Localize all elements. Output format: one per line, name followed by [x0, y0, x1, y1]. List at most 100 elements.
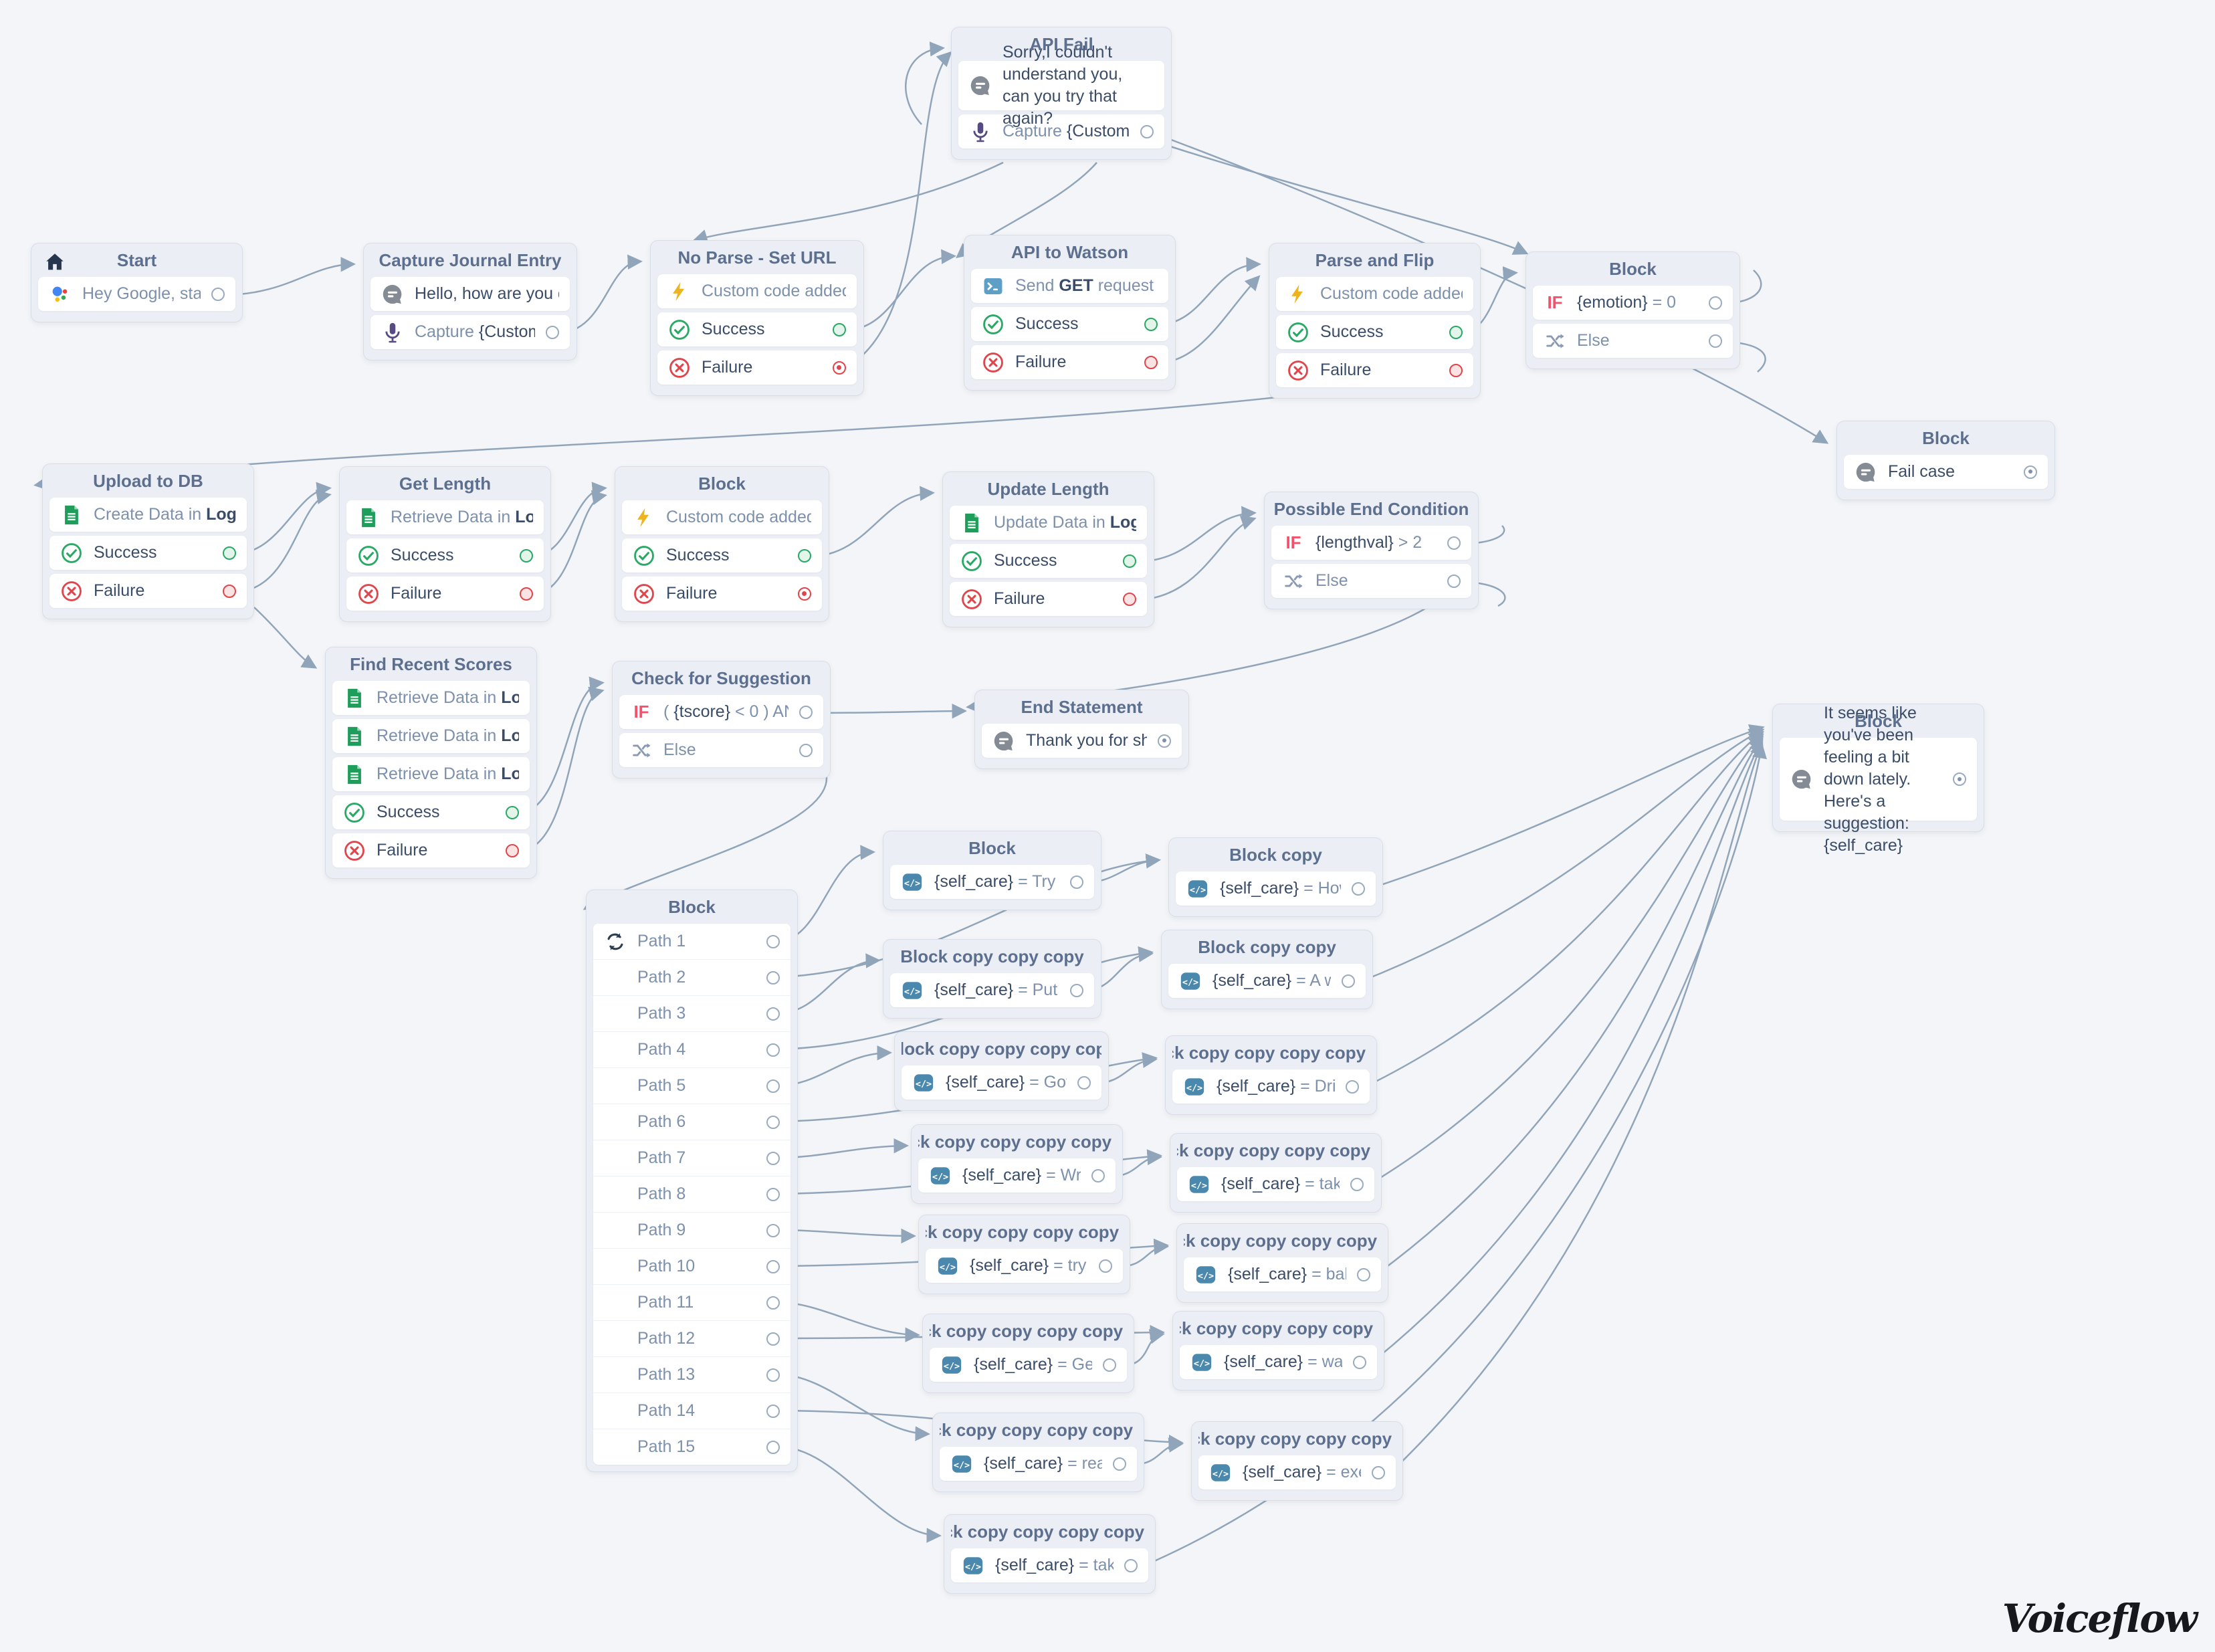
node-block-sc-12[interactable]: Block copy copy copy copy co...</>{self_… [1172, 1311, 1384, 1390]
output-port[interactable] [1124, 1558, 1138, 1572]
node-block-sc-7[interactable]: Block copy copy copy copy co...</>{self_… [911, 1124, 1123, 1204]
node-title[interactable]: Block copy copy copy copy co... [940, 1413, 1137, 1447]
output-port[interactable] [506, 805, 519, 819]
output-port[interactable] [766, 1007, 780, 1021]
output-port[interactable] [1099, 1259, 1112, 1273]
step-row[interactable]: Path 12 [593, 1321, 790, 1357]
output-port[interactable] [1447, 536, 1461, 550]
connector-line[interactable] [1374, 735, 1764, 1277]
step-row[interactable]: Failure [657, 350, 857, 385]
step-row[interactable]: Else [1533, 324, 1733, 358]
node-block-sc-3[interactable]: Block copy copy copy</>{self_care} = Put… [883, 939, 1101, 1019]
output-port[interactable] [766, 1440, 780, 1454]
step-row[interactable]: </>{self_care} = How about talk... [1176, 871, 1376, 906]
step-row[interactable]: IF( {tscore} < 0 ) AND ( {sscor... [619, 695, 823, 729]
step-row[interactable]: Success [332, 795, 530, 829]
step-row[interactable]: Path 3 [593, 996, 790, 1032]
step-row[interactable]: Path 1 [593, 924, 790, 960]
step-row[interactable]: Path 11 [593, 1285, 790, 1321]
output-port[interactable] [833, 322, 846, 336]
output-port[interactable] [1709, 334, 1722, 348]
node-block-sc-4[interactable]: Block copy copy</>{self_care} = A walk m… [1161, 930, 1373, 1009]
step-row[interactable]: </>{self_care} = bake something [1184, 1257, 1381, 1292]
step-row[interactable]: Update Data in Log [950, 506, 1147, 540]
output-port[interactable] [1352, 882, 1365, 896]
output-port[interactable] [1346, 1079, 1359, 1094]
step-row[interactable]: Custom code added [1276, 277, 1473, 311]
output-port[interactable] [766, 934, 780, 948]
step-row[interactable]: </>{self_care} = read a book [940, 1447, 1137, 1481]
step-row[interactable]: Path 6 [593, 1104, 790, 1140]
output-port[interactable] [1140, 124, 1154, 138]
output-port[interactable] [1144, 355, 1158, 369]
connector-line[interactable] [905, 41, 945, 125]
node-block-sc-9[interactable]: Block copy copy copy copy co...</>{self_… [918, 1215, 1130, 1294]
node-title[interactable]: Start [38, 243, 235, 277]
output-port[interactable] [1123, 554, 1136, 568]
step-row[interactable]: Custom code added [657, 274, 857, 308]
output-port[interactable] [766, 1187, 780, 1201]
step-row[interactable]: Path 5 [593, 1068, 790, 1104]
step-row[interactable]: </>{self_care} = Put on your fav... [890, 973, 1094, 1007]
output-port[interactable] [798, 548, 811, 562]
step-row[interactable]: Fail case [1844, 455, 2048, 489]
node-title[interactable]: API to Watson [971, 235, 1168, 269]
output-port[interactable] [766, 1296, 780, 1310]
output-port[interactable] [1070, 983, 1083, 997]
node-title[interactable]: API Fail [958, 27, 1164, 61]
connector-line[interactable] [1151, 139, 1529, 255]
node-title[interactable]: Block copy copy copy copy co... [951, 1515, 1148, 1548]
output-port[interactable] [546, 325, 559, 339]
node-title[interactable]: Parse and Flip [1276, 243, 1473, 277]
node-title[interactable]: Block copy copy copy copy co... [926, 1215, 1123, 1249]
node-title[interactable]: Block copy copy copy [890, 940, 1094, 973]
output-port[interactable] [766, 1043, 780, 1057]
node-block-sc-11[interactable]: Block copy copy copy copy co...</>{self_… [922, 1314, 1134, 1393]
connector-line[interactable] [777, 1373, 930, 1441]
output-port[interactable] [1357, 1267, 1370, 1281]
output-port[interactable] [799, 743, 813, 757]
output-port[interactable] [1123, 592, 1136, 606]
connector-line[interactable] [777, 1301, 920, 1342]
step-row[interactable]: </>{self_care} = Get some natur... [930, 1348, 1127, 1382]
step-row[interactable]: Send GET request [971, 269, 1168, 303]
step-row[interactable]: Path 15 [593, 1429, 790, 1465]
step-row[interactable]: Success [1276, 315, 1473, 349]
step-row[interactable]: Else [1271, 564, 1471, 598]
output-port[interactable] [766, 970, 780, 985]
step-row[interactable]: Path 13 [593, 1357, 790, 1393]
node-title[interactable]: Block copy copy copy copy [902, 1032, 1101, 1065]
node-title[interactable]: Block [622, 467, 822, 500]
step-row[interactable]: </>{self_care} = exercise, get yo... [1198, 1455, 1396, 1489]
node-block-sc-13[interactable]: Block copy copy copy copy co...</>{self_… [932, 1413, 1144, 1492]
output-port[interactable] [2024, 465, 2037, 479]
output-port[interactable] [1158, 734, 1171, 748]
step-row[interactable]: Capture {Custom} to {user_r... [958, 114, 1164, 148]
step-row[interactable]: Failure [971, 345, 1168, 379]
node-title[interactable]: Block copy copy copy copy co... [1172, 1036, 1370, 1069]
node-title[interactable]: Upload to DB [49, 464, 247, 498]
node-block-sc-1[interactable]: Block</>{self_care} = Try stepping ba... [883, 831, 1101, 910]
step-row[interactable]: </>{self_care} = A walk might h... [1168, 964, 1366, 998]
output-port[interactable] [223, 546, 236, 560]
step-row[interactable]: Path 4 [593, 1032, 790, 1068]
node-title[interactable]: Block copy copy copy copy co... [1198, 1422, 1396, 1455]
connector-line[interactable] [777, 853, 1161, 978]
output-port[interactable] [766, 1404, 780, 1418]
step-row[interactable]: Path 7 [593, 1140, 790, 1176]
step-row[interactable]: </>{self_care} = try a deep brea... [926, 1249, 1123, 1283]
step-row[interactable]: </>{self_care} = take a hot sho... [951, 1548, 1148, 1582]
output-port[interactable] [766, 1115, 780, 1129]
node-block-sc-5[interactable]: Block copy copy copy copy</>{self_care} … [894, 1031, 1109, 1111]
connector-line[interactable] [810, 703, 967, 719]
connector-line[interactable] [1389, 740, 1764, 1474]
step-row[interactable]: Path 14 [593, 1393, 790, 1429]
step-row[interactable]: </>{self_care} = take a nap. [1177, 1167, 1374, 1201]
